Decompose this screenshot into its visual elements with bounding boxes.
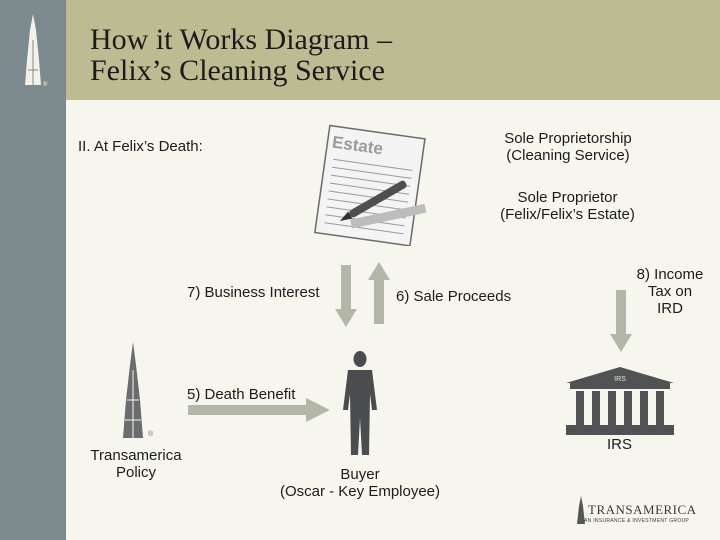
pyramid-logo-small-icon: [577, 496, 585, 524]
sole-proprietor-label: Sole Proprietor (Felix/Felix’s Estate): [500, 189, 635, 223]
svg-text:®: ®: [148, 430, 154, 438]
arrow-down-income-tax: [610, 290, 632, 352]
left-sidebar-band: ®: [0, 0, 66, 540]
sale-proceeds-label: 6) Sale Proceeds: [396, 288, 512, 305]
estate-document: Estate: [288, 124, 428, 246]
section-label: II. At Felix’s Death:: [78, 138, 203, 155]
buyer-label: Buyer (Oscar - Key Employee): [279, 466, 441, 500]
svg-text:®: ®: [43, 81, 48, 88]
arrow-right-death-benefit: [188, 398, 330, 422]
business-interest-label: 7) Business Interest: [187, 284, 320, 301]
header-band: [66, 0, 720, 100]
sole-proprietorship-label: Sole Proprietorship (Cleaning Service): [504, 130, 632, 164]
document-icon: [313, 124, 427, 246]
income-tax-label: 8) Income Tax on IRD: [636, 266, 704, 317]
arrow-down-business: [335, 265, 357, 327]
buyer-person-icon: [343, 351, 377, 455]
death-benefit-label: 5) Death Benefit: [187, 386, 296, 403]
irs-label: IRS: [607, 436, 633, 453]
page-title: How it Works Diagram – Felix’s Cleaning …: [90, 23, 392, 87]
transamerica-policy-label: Transamerica Policy: [90, 447, 182, 481]
pyramid-logo-icon: ®: [25, 14, 48, 88]
pyramid-tower-icon: ®: [123, 342, 154, 438]
svg-text:IRS: IRS: [614, 376, 626, 383]
logo-tagline: AN INSURANCE & INVESTMENT GROUP: [584, 518, 690, 524]
logo-wordmark: TRANSAMERICA: [588, 502, 697, 517]
arrow-up-proceeds: [368, 262, 390, 324]
irs-building-icon: IRS: [566, 367, 674, 435]
